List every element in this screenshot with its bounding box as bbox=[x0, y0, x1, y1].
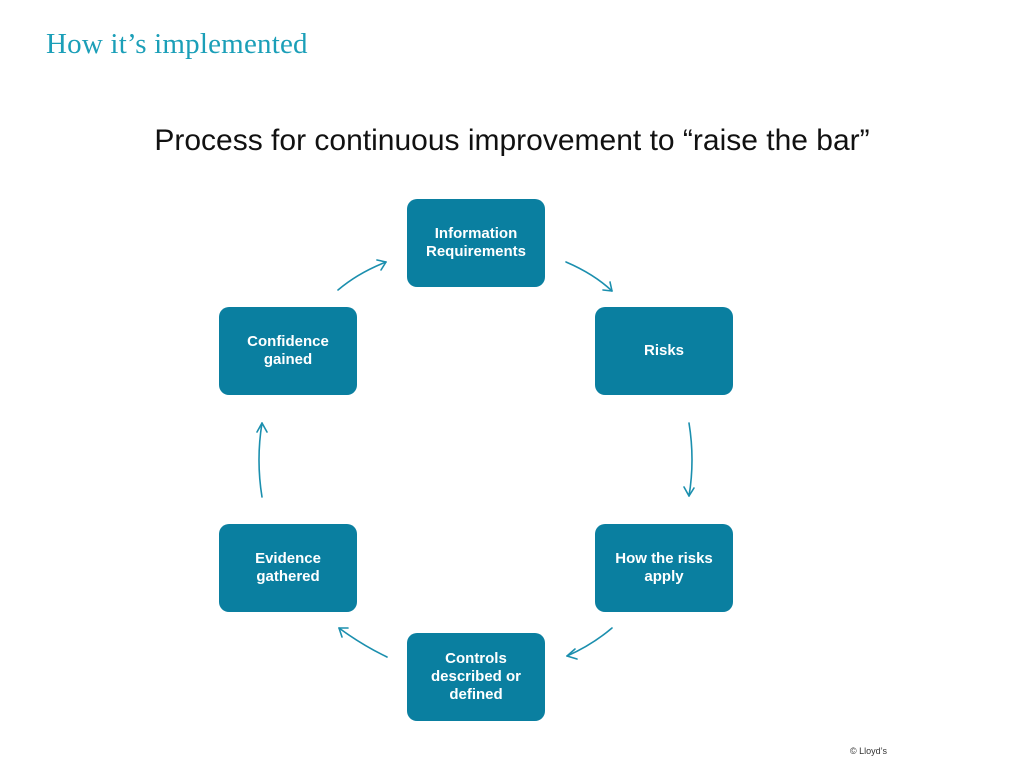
node-label: Evidence gathered bbox=[255, 550, 321, 585]
node-confidence-gained: Confidence gained bbox=[219, 307, 357, 395]
node-label: Risks bbox=[643, 342, 685, 359]
arrow-risks-to-how-risks-apply bbox=[683, 422, 695, 497]
node-information-requirements: Information Requirements bbox=[407, 199, 545, 287]
node-label: How the risks apply bbox=[615, 550, 713, 585]
slide-title: How it’s implemented bbox=[46, 28, 308, 60]
node-label: Confidence gained bbox=[247, 333, 329, 368]
arrow-information-to-risks bbox=[565, 261, 613, 292]
copyright-notice: © Lloyd’s bbox=[850, 746, 887, 756]
arrow-how-risks-apply-to-controls bbox=[566, 627, 613, 660]
arrow-evidence-to-confidence bbox=[256, 422, 268, 498]
node-evidence-gathered: Evidence gathered bbox=[219, 524, 357, 612]
diagram-heading: Process for continuous improvement to “r… bbox=[154, 124, 870, 157]
arrow-confidence-to-information bbox=[337, 259, 387, 291]
node-controls-described-or-defined: Controls described or defined bbox=[407, 633, 545, 721]
node-label: Information Requirements bbox=[425, 225, 527, 260]
node-how-the-risks-apply: How the risks apply bbox=[595, 524, 733, 612]
node-risks: Risks bbox=[595, 307, 733, 395]
arrow-controls-to-evidence bbox=[338, 627, 388, 658]
node-label: Controls described or defined bbox=[430, 650, 522, 703]
